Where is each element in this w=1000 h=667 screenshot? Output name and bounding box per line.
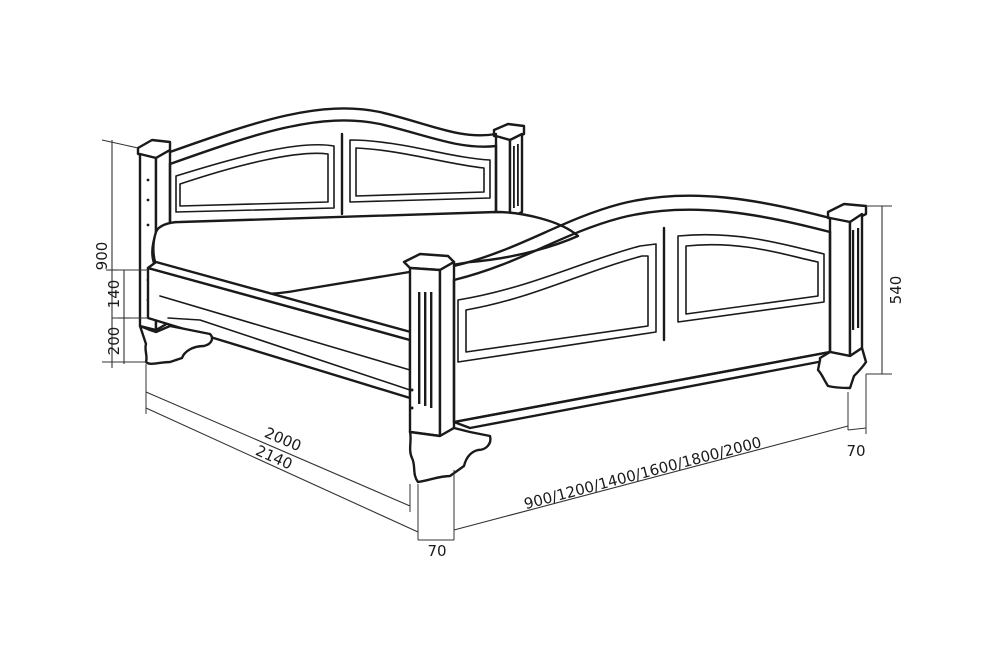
dimension-lines xyxy=(101,139,892,541)
back-left-foot xyxy=(138,324,214,365)
footboard xyxy=(402,194,868,438)
dim-post-width-front: 70 xyxy=(427,542,446,560)
dim-footboard-height: 540 xyxy=(887,276,905,305)
dim-side-rail-height: 140 xyxy=(105,280,123,309)
dim-leg-height: 200 xyxy=(105,327,123,356)
front-left-foot xyxy=(408,426,492,484)
dim-post-width-right: 70 xyxy=(846,442,865,460)
front-right-foot xyxy=(816,346,868,390)
dim-widths: 900/1200/1400/1600/1800/2000 xyxy=(522,433,763,513)
dim-total-height: 900 xyxy=(93,242,111,271)
